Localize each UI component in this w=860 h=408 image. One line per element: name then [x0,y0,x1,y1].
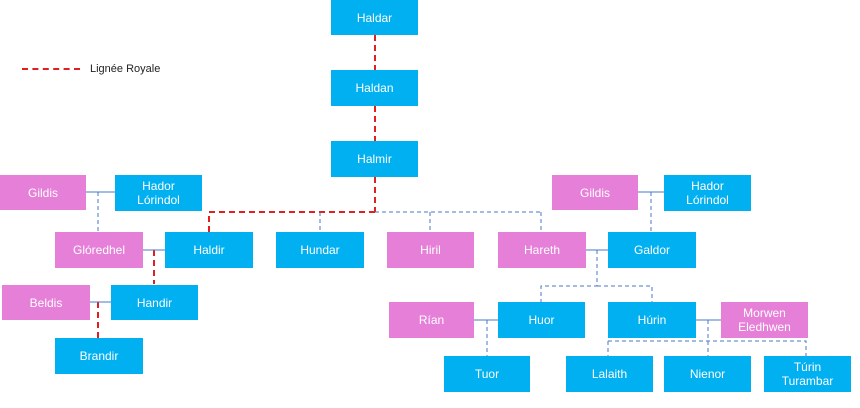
person-hador-left[interactable]: Hador Lórindol [115,175,202,211]
person-rian[interactable]: Rían [389,302,474,338]
person-lalaith[interactable]: Lalaith [566,356,653,392]
person-turin[interactable]: Túrin Turambar [764,356,851,392]
person-halmir[interactable]: Halmir [331,141,418,177]
person-galdor[interactable]: Galdor [608,232,696,268]
person-gloredhel[interactable]: Glóredhel [55,232,143,268]
person-gildis-right[interactable]: Gildis [552,175,638,210]
person-haldir[interactable]: Haldir [165,232,253,268]
legend: Lignée Royale [22,60,160,78]
person-gildis-left[interactable]: Gildis [0,175,86,210]
legend-label: Lignée Royale [90,63,161,75]
person-morwen[interactable]: Morwen Eledhwen [721,302,808,338]
person-haldan[interactable]: Haldan [331,70,418,106]
person-beldis[interactable]: Beldis [2,285,90,320]
royal-line-swatch [22,68,80,70]
person-haldar[interactable]: Haldar [331,0,418,35]
person-tuor[interactable]: Tuor [444,356,530,392]
person-hundar[interactable]: Hundar [276,232,364,268]
person-hurin[interactable]: Húrin [608,302,696,338]
person-brandir[interactable]: Brandir [55,338,143,374]
person-nienor[interactable]: Nienor [664,356,751,392]
person-handir[interactable]: Handir [111,285,198,320]
person-huor[interactable]: Huor [498,302,585,338]
person-hareth[interactable]: Hareth [498,232,586,268]
person-hiril[interactable]: Hiril [387,232,474,268]
person-hador-right[interactable]: Hador Lórindol [664,175,751,211]
